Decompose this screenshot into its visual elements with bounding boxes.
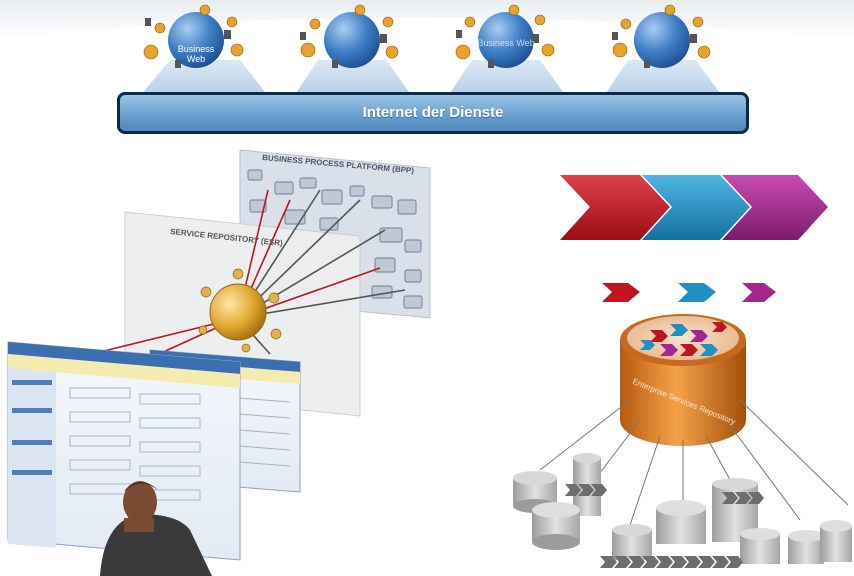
business-web-cluster-1 [143, 4, 244, 68]
database-icon [612, 524, 652, 560]
process-chevrons-small [602, 283, 776, 302]
database-icon [740, 528, 780, 564]
business-web-cluster-4 [612, 4, 711, 68]
business-web-cluster-3 [455, 4, 555, 68]
business-web-label: Business Web [166, 44, 226, 64]
internet-of-services-banner: Internet der Dienste [117, 92, 749, 134]
beams [140, 60, 722, 96]
business-web-label-text: Business Web [177, 44, 215, 64]
business-web-label: Business Web [476, 38, 536, 48]
database-icon [532, 502, 580, 550]
business-web-label-text: Business Web [477, 38, 535, 48]
backend-systems [513, 453, 852, 568]
database-icon [788, 530, 824, 564]
app-screen-1 [7, 341, 241, 561]
person-figure [100, 481, 212, 576]
banner-label: Internet der Dienste [362, 104, 504, 121]
hub-node [198, 268, 282, 353]
repository-cylinder [620, 314, 746, 446]
database-icon [820, 520, 852, 562]
business-web-cluster-2 [300, 4, 399, 68]
database-icon [656, 500, 706, 544]
process-chevrons-large [560, 175, 828, 240]
